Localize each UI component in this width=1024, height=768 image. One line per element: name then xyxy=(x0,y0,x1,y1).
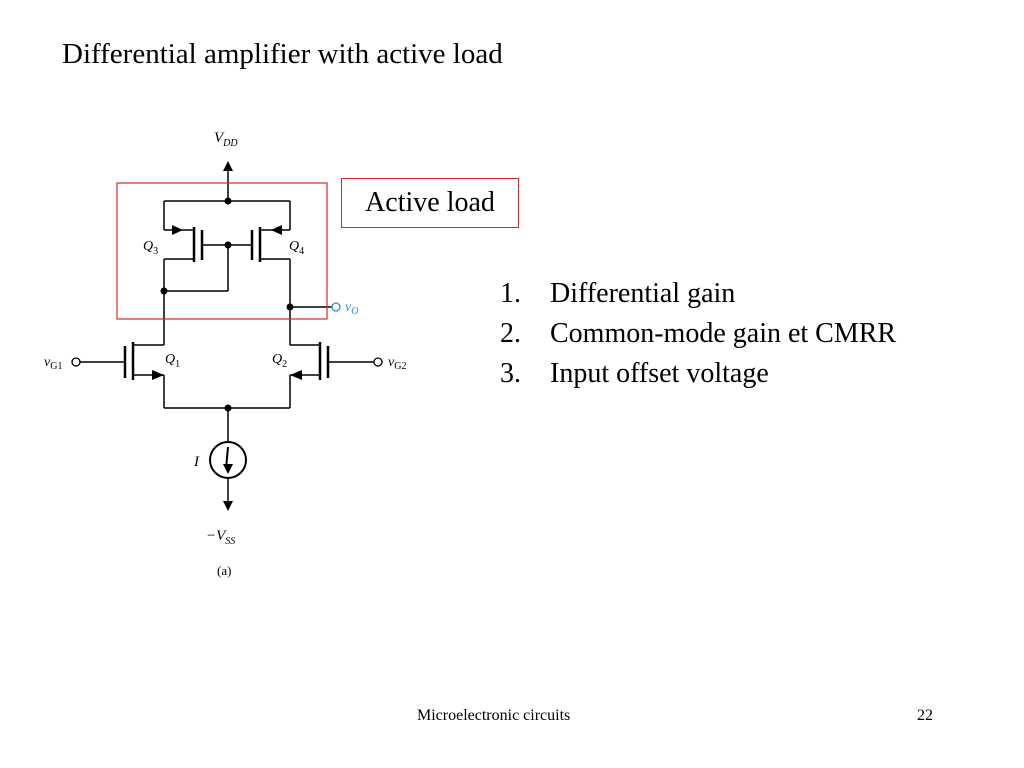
transistor-q2 xyxy=(289,307,374,408)
vg2-label: vG2 xyxy=(388,355,406,372)
junction-q3-drain xyxy=(160,287,168,295)
topic-list: 1. Differential gain 2. Common-mode gain e… xyxy=(500,274,896,394)
vdd-label: VDD xyxy=(214,130,238,149)
topic-text: Differential gain xyxy=(550,278,736,309)
active-load-callout: Active load xyxy=(341,178,519,228)
transistor-q4 xyxy=(250,201,291,307)
page-number: 22 xyxy=(917,707,933,724)
topic-number: 3. xyxy=(500,358,521,389)
terminal-vg1 xyxy=(71,357,81,367)
topic-item: 3. Input offset voltage xyxy=(500,354,896,394)
topic-text: Common-mode gain et CMRR xyxy=(550,318,897,349)
active-load-box xyxy=(116,182,328,320)
q3-label: Q3 xyxy=(143,239,158,257)
q2-arrow xyxy=(290,370,302,380)
junction-output xyxy=(286,303,294,311)
current-label: I xyxy=(193,454,200,470)
junction-tail xyxy=(224,404,232,412)
topic-number: 1. xyxy=(500,278,521,309)
q3-arrow xyxy=(172,225,183,235)
transistor-q1 xyxy=(80,291,165,408)
junction-vdd xyxy=(224,197,232,205)
topic-item: 2. Common-mode gain et CMRR xyxy=(500,314,896,354)
vg1-label: vG1 xyxy=(44,355,62,372)
q4-arrow xyxy=(271,225,282,235)
topic-item: 1. Differential gain xyxy=(500,274,896,314)
vo-label: vO xyxy=(345,300,358,317)
transistor-q3 xyxy=(163,201,204,291)
q1-label: Q1 xyxy=(165,352,180,370)
junction-gate xyxy=(224,241,232,249)
q4-label: Q4 xyxy=(289,239,304,257)
slide-title: Differential amplifier with active load xyxy=(62,38,503,70)
diagram-caption: (a) xyxy=(217,563,231,578)
terminal-vg2 xyxy=(373,357,383,367)
footer-text: Microelectronic circuits xyxy=(417,707,571,724)
q1-arrow xyxy=(152,370,164,380)
terminal-vo xyxy=(331,302,341,312)
vss-label: −VSS xyxy=(206,528,235,547)
q2-label: Q2 xyxy=(272,352,287,370)
topic-number: 2. xyxy=(500,318,521,349)
topic-text: Input offset voltage xyxy=(550,358,769,389)
current-arrow-head xyxy=(223,464,233,474)
